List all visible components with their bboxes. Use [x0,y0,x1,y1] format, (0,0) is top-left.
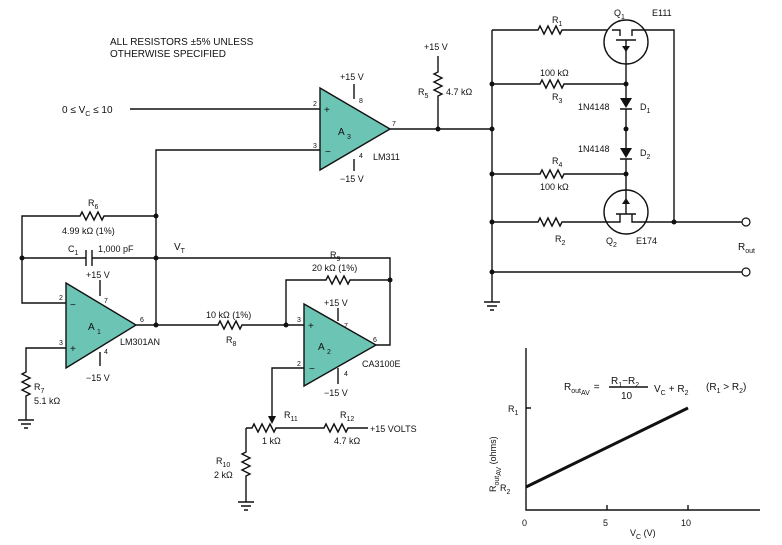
svg-text:R2: R2 [555,234,566,247]
svg-text:C1: C1 [68,244,79,257]
svg-text:R4: R4 [552,156,563,169]
x-tick-10: 10 [681,518,691,528]
svg-text:2: 2 [313,101,317,108]
svg-text:100 kΩ: 100 kΩ [540,68,569,78]
fet-q1: Q1 E111 [603,8,672,66]
svg-text:8: 8 [359,98,363,105]
svg-text:1N4148: 1N4148 [578,102,610,112]
x-axis-label: VC (V) [630,528,656,541]
svg-text:−: − [70,300,76,311]
svg-text:−15 V: −15 V [324,388,348,398]
svg-text:5.1 kΩ: 5.1 kΩ [34,396,61,406]
y-tick-r2: R2 [500,483,511,496]
svg-text:E174: E174 [636,236,657,246]
svg-text:4.7 kΩ: 4.7 kΩ [334,436,361,446]
svg-text:4: 4 [104,349,108,356]
vt-label: VT [174,242,186,255]
svg-text:Q1: Q1 [614,8,625,21]
opamp-a2: A 2 + − 3 2 7 4 6 CA3100E [297,302,401,388]
svg-text:+15 V: +15 V [86,270,110,280]
svg-text:R8: R8 [226,335,237,348]
svg-text:VC+ R2: VC+ R2 [654,384,689,397]
svg-text:10 kΩ (1%): 10 kΩ (1%) [206,310,251,320]
svg-text:R10: R10 [216,456,230,469]
svg-text:R12: R12 [340,410,354,423]
svg-text:RoutAV=: RoutAV= [564,382,600,397]
svg-text:R5: R5 [418,87,429,100]
fet-q2: Q2 E174 [603,189,657,249]
svg-text:−: − [325,147,331,158]
svg-text:+15 VOLTS: +15 VOLTS [370,424,417,434]
svg-text:+15 V: +15 V [324,298,348,308]
svg-text:+: + [324,105,330,116]
svg-text:10: 10 [621,391,633,402]
svg-text:7: 7 [104,298,108,305]
svg-text:20 kΩ (1%): 20 kΩ (1%) [312,263,357,273]
input-vc-range: 0 ≤ VC ≤ 10 [62,105,113,118]
svg-text:1,000 pF: 1,000 pF [98,244,134,254]
part-lm301an: LM301AN [120,337,160,347]
svg-text:3: 3 [59,340,63,347]
svg-text:+15 V: +15 V [424,42,448,52]
svg-text:2: 2 [59,295,63,302]
svg-text:−15 V: −15 V [340,174,364,184]
svg-text:2: 2 [297,361,301,368]
svg-text:3: 3 [297,317,301,324]
svg-text:−: − [309,364,315,375]
svg-text:D1: D1 [640,102,651,115]
svg-text:R6: R6 [88,198,99,211]
note-line-1: ALL RESISTORS ±5% UNLESS [110,37,254,48]
y-tick-r1: R1 [508,404,519,417]
rout-formula: RoutAV= R1−R2 10 VC+ R2 (R1 > R2) [564,376,746,402]
svg-text:R7: R7 [34,382,45,395]
svg-text:6: 6 [373,337,377,344]
svg-text:100 kΩ: 100 kΩ [540,182,569,192]
svg-text:R11: R11 [284,410,298,423]
svg-text:1: 1 [97,329,101,336]
part-lm311: LM311 [373,152,400,162]
svg-text:R3: R3 [552,92,563,105]
svg-text:2 kΩ: 2 kΩ [214,470,233,480]
svg-text:E111: E111 [652,8,672,18]
svg-text:+15 V: +15 V [340,72,364,82]
svg-text:4.99 kΩ (1%): 4.99 kΩ (1%) [62,226,115,236]
svg-text:A: A [338,127,345,138]
svg-text:−15 V: −15 V [86,373,110,383]
opamp-a3: A 3 + − 2 3 8 4 7 LM311 [313,86,400,172]
svg-text:A: A [88,322,95,333]
svg-text:4: 4 [344,371,348,378]
svg-text:+: + [70,344,76,355]
x-tick-5: 5 [603,518,608,528]
transfer-graph: 0 5 10 R1 R2 VC (V) RoutAV (ohms) [488,348,760,541]
svg-text:1N4148: 1N4148 [578,144,610,154]
svg-text:1 kΩ: 1 kΩ [262,436,281,446]
svg-text:6: 6 [140,317,144,324]
note-line-2: OTHERWISE SPECIFIED [110,49,226,60]
chart-series-line [525,406,689,489]
x-tick-0: 0 [522,518,527,528]
svg-text:2: 2 [327,349,331,356]
svg-text:R9: R9 [330,250,341,263]
opamp-a1: A 1 − + 2 3 7 4 6 LM301AN [59,281,160,370]
svg-text:7: 7 [392,121,396,128]
svg-text:(R1 > R2): (R1 > R2) [706,382,746,395]
y-axis-label: RoutAV (ohms) [488,436,503,492]
svg-text:7: 7 [344,323,348,330]
rout-label: Rout [738,242,755,255]
svg-text:A: A [318,342,325,353]
svg-text:4: 4 [359,153,363,160]
svg-text:3: 3 [313,143,317,150]
svg-text:4.7 kΩ: 4.7 kΩ [446,87,473,97]
svg-text:D2: D2 [640,148,651,161]
svg-text:3: 3 [347,134,351,141]
svg-text:R1−R2: R1−R2 [611,376,639,389]
svg-text:Q2: Q2 [606,236,617,249]
svg-text:+: + [308,321,314,332]
part-ca3100e: CA3100E [362,359,401,369]
svg-text:R1: R1 [552,15,563,28]
